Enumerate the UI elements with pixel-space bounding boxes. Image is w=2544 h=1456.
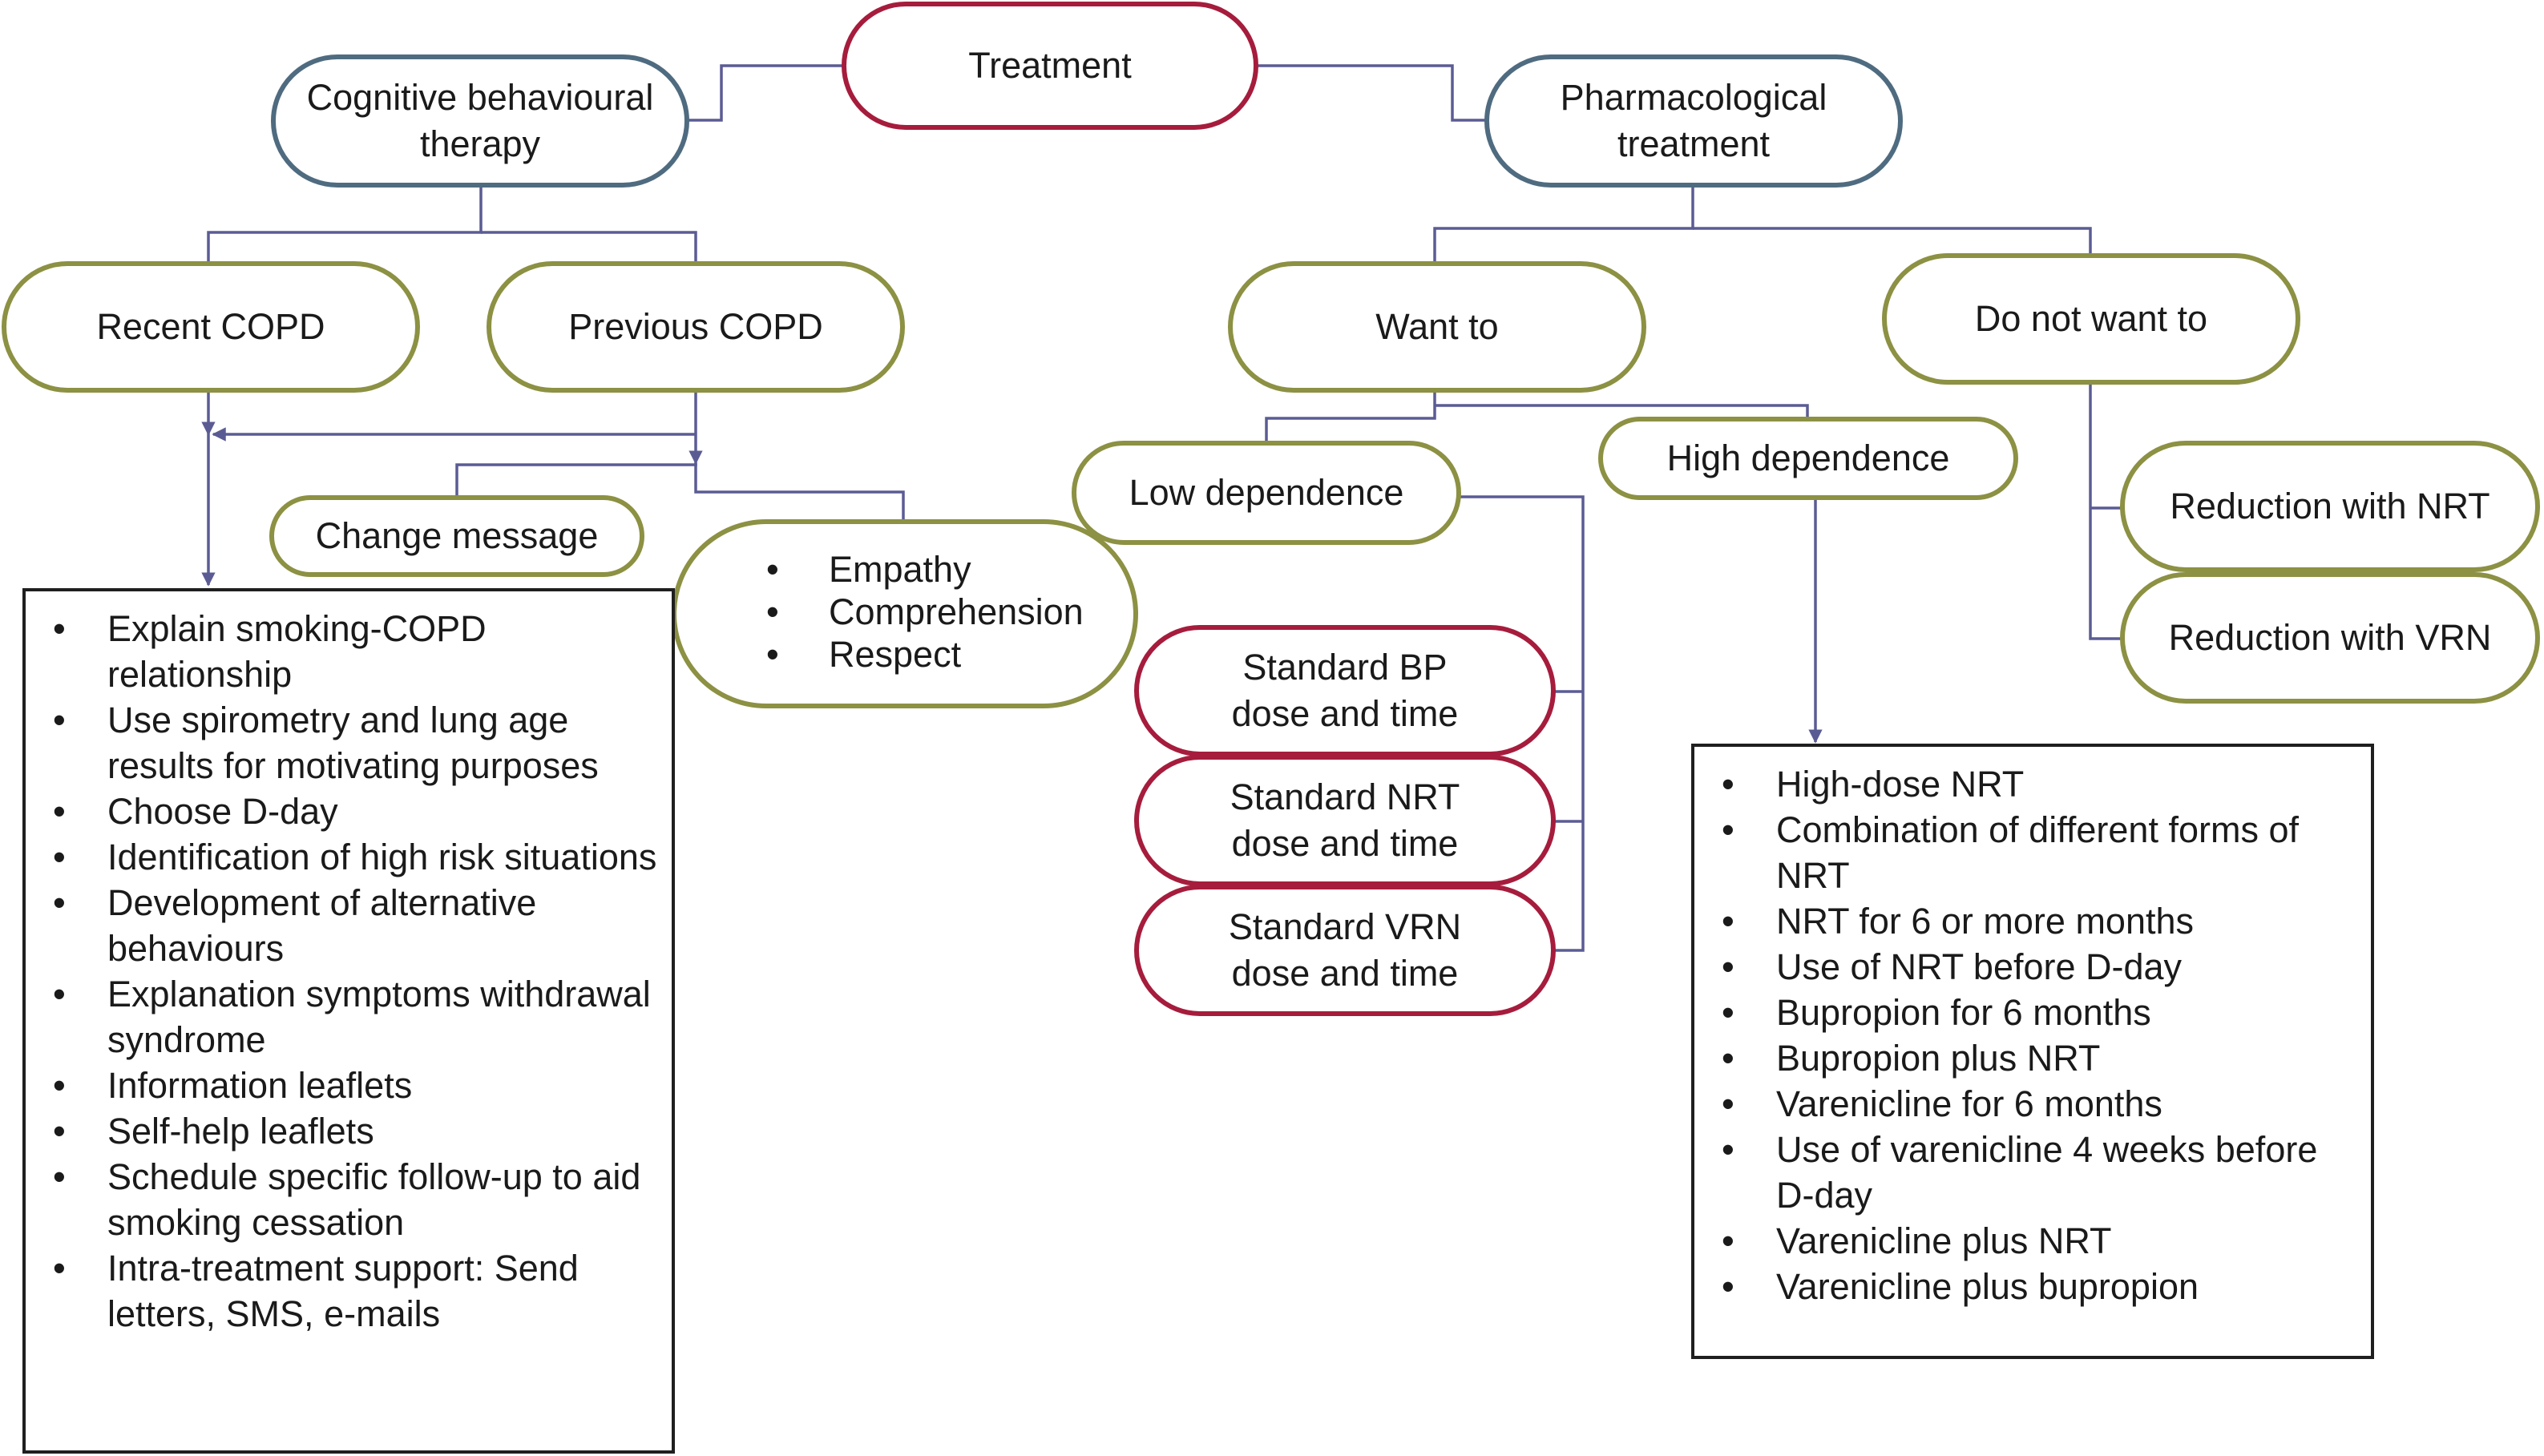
connector-cbt-children [207, 186, 483, 263]
reduction-vrn-node: Reduction with VRN [2120, 572, 2540, 704]
want-to-node: Want to [1228, 261, 1646, 393]
change-message-node: Change message [269, 495, 644, 577]
connector-treatment-cbt [688, 64, 843, 122]
cbt-action-item: Explain smoking-COPD relationship [26, 606, 659, 697]
pharma-label: Pharmacological treatment [1560, 77, 1827, 164]
standard-nrt-label: Standard NRT dose and time [1230, 776, 1460, 864]
previous-copd-node: Previous COPD [487, 261, 905, 393]
pharma-node: Pharmacological treatment [1484, 54, 1903, 188]
cbt-node: Cognitive behavioural therapy [271, 54, 689, 188]
connector-want-low [1265, 393, 1436, 442]
treatment-node: Treatment [842, 2, 1258, 130]
high-dependence-options-box: High-dose NRT Combination of different f… [1691, 744, 2374, 1359]
cbt-label: Cognitive behavioural therapy [306, 77, 654, 164]
change-message-label: Change message [315, 515, 599, 556]
high-dependence-option-item: Bupropion plus NRT [1694, 1035, 2358, 1081]
attitude-item: Comprehension [676, 591, 1133, 633]
high-dependence-option-item: NRT for 6 or more months [1694, 898, 2358, 944]
connector-donot-reduction [2089, 383, 2122, 640]
attitude-list: Empathy Comprehension Respect [676, 548, 1133, 676]
recent-copd-node: Recent COPD [2, 261, 420, 393]
low-dependence-node: Low dependence [1072, 441, 1461, 545]
connector-previous-change [455, 463, 697, 498]
reduction-nrt-label: Reduction with NRT [2170, 486, 2490, 526]
attitude-item: Empathy [676, 548, 1133, 591]
standard-vrn-label: Standard VRN dose and time [1228, 906, 1462, 994]
cbt-action-item: Information leaflets [26, 1063, 659, 1108]
reduction-vrn-label: Reduction with VRN [2168, 617, 2492, 658]
connector-cbt-previous [481, 231, 697, 263]
cbt-action-item: Self-help leaflets [26, 1108, 659, 1154]
connector-treatment-pharma [1255, 64, 1487, 122]
high-dependence-option-item: Use of varenicline 4 weeks before D-day [1694, 1127, 2358, 1218]
cbt-actions-box: Explain smoking-COPD relationship Use sp… [22, 588, 675, 1454]
high-dependence-option-item: Varenicline plus NRT [1694, 1218, 2358, 1264]
high-dependence-option-item: Combination of different forms of NRT [1694, 807, 2358, 898]
high-dependence-option-item: Use of NRT before D-day [1694, 944, 2358, 990]
cbt-action-item: Choose D-day [26, 788, 659, 834]
cbt-action-item: Use spirometry and lung age results for … [26, 697, 659, 788]
connector-low-standard [1459, 495, 1585, 952]
cbt-actions-list: Explain smoking-COPD relationship Use sp… [26, 606, 659, 1337]
high-dependence-label: High dependence [1666, 438, 1950, 478]
attitude-node: Empathy Comprehension Respect [672, 519, 1138, 708]
treatment-label: Treatment [968, 45, 1132, 86]
high-dependence-option-item: Varenicline for 6 months [1694, 1081, 2358, 1127]
connector-pharma-children [1433, 186, 1694, 263]
standard-nrt-node: Standard NRT dose and time [1134, 755, 1556, 886]
cbt-action-item: Schedule specific follow-up to aid smoki… [26, 1154, 659, 1245]
connector-want-high [1435, 404, 1809, 420]
cbt-action-item: Intra-treatment support: Send letters, S… [26, 1245, 659, 1337]
want-to-label: Want to [1375, 306, 1499, 347]
recent-copd-label: Recent COPD [96, 306, 325, 347]
standard-vrn-node: Standard VRN dose and time [1134, 885, 1556, 1016]
high-dependence-node: High dependence [1598, 417, 2018, 500]
low-dependence-label: Low dependence [1129, 472, 1404, 513]
cbt-action-item: Development of alternative behaviours [26, 880, 659, 971]
high-dependence-option-item: Bupropion for 6 months [1694, 990, 2358, 1035]
standard-bp-node: Standard BP dose and time [1134, 625, 1556, 756]
high-dependence-option-item: High-dose NRT [1694, 761, 2358, 807]
connector-previous-attitude [694, 463, 905, 522]
do-not-want-to-node: Do not want to [1882, 253, 2300, 385]
cbt-action-item: Identification of high risk situations [26, 834, 659, 880]
standard-bp-label: Standard BP dose and time [1231, 647, 1459, 734]
previous-copd-label: Previous COPD [568, 306, 823, 347]
attitude-item: Respect [676, 633, 1133, 676]
do-not-want-to-label: Do not want to [1974, 298, 2208, 339]
cbt-action-item: Explanation symptoms withdrawal syndrome [26, 971, 659, 1063]
high-dependence-options-list: High-dose NRT Combination of different f… [1694, 761, 2358, 1309]
high-dependence-option-item: Varenicline plus bupropion [1694, 1264, 2358, 1309]
connector-pharma-donot [1693, 227, 2092, 255]
reduction-nrt-node: Reduction with NRT [2120, 441, 2540, 572]
